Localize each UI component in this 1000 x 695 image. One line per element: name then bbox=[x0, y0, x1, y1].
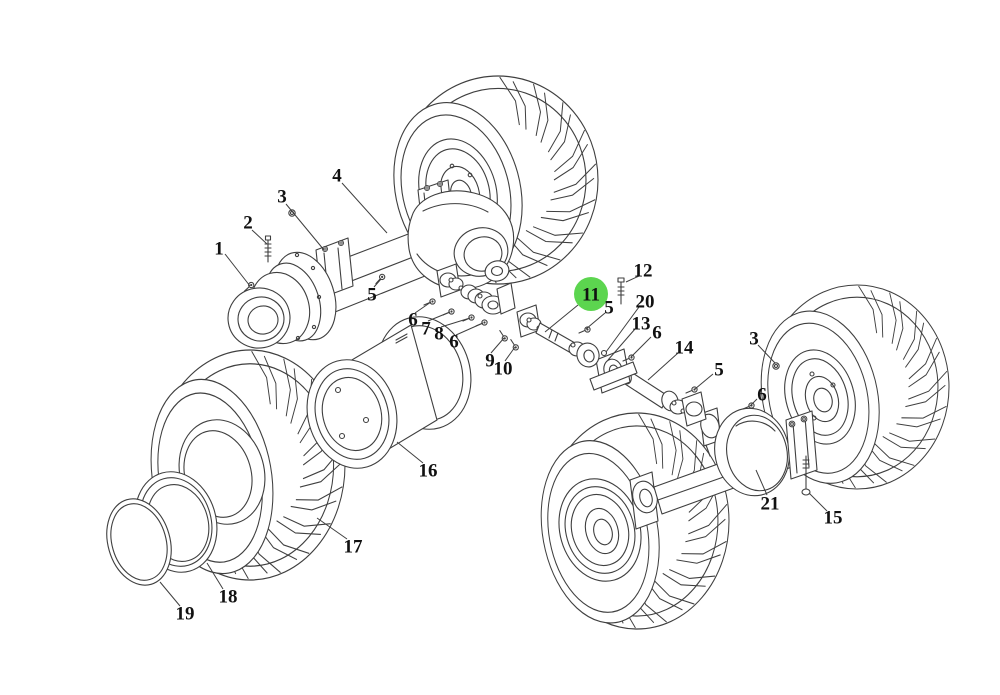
callout-19[interactable]: 19 bbox=[176, 604, 195, 625]
leader-line-5 bbox=[373, 278, 382, 288]
leader-line-10 bbox=[504, 346, 516, 362]
callout-14[interactable]: 14 bbox=[675, 338, 695, 359]
rear-axle-assembly bbox=[629, 362, 818, 530]
callout-5[interactable]: 5 bbox=[604, 298, 614, 319]
callout-3[interactable]: 3 bbox=[749, 329, 759, 350]
stud-bolt-2 bbox=[264, 235, 272, 263]
callout-13[interactable]: 13 bbox=[632, 314, 651, 335]
leader-line-8 bbox=[440, 317, 471, 328]
callout-20[interactable]: 20 bbox=[636, 292, 655, 313]
leader-line-6 bbox=[630, 336, 652, 358]
callout-10[interactable]: 10 bbox=[494, 359, 513, 380]
front-axle-assembly bbox=[227, 179, 516, 349]
leader-line-6 bbox=[414, 301, 432, 314]
callout-3[interactable]: 3 bbox=[277, 187, 287, 208]
callout-5[interactable]: 5 bbox=[714, 360, 724, 381]
leader-line-17 bbox=[316, 517, 348, 540]
leader-line-6 bbox=[749, 398, 758, 407]
carrier-bearing-block bbox=[589, 277, 638, 394]
leader-line-5 bbox=[585, 312, 606, 330]
leader-line-16 bbox=[396, 441, 424, 464]
leader-line-13 bbox=[607, 328, 636, 361]
callout-6[interactable]: 6 bbox=[652, 323, 662, 344]
rear-left-wheel-rim-rings bbox=[558, 478, 642, 582]
leader-line-20 bbox=[605, 306, 640, 353]
leader-line-19 bbox=[159, 581, 181, 607]
leader-line-12 bbox=[625, 275, 640, 283]
callout-18[interactable]: 18 bbox=[219, 587, 238, 608]
rear-left-wheel bbox=[522, 412, 730, 641]
highlight-circle-11[interactable] bbox=[574, 277, 608, 311]
callout-12[interactable]: 12 bbox=[634, 261, 653, 282]
callout-16[interactable]: 16 bbox=[419, 461, 438, 482]
leader-line-3 bbox=[285, 203, 325, 251]
wheel-rim bbox=[306, 316, 472, 469]
leader-line-7 bbox=[427, 311, 451, 322]
callout-5[interactable]: 5 bbox=[367, 285, 377, 306]
callout-21[interactable]: 21 bbox=[761, 494, 780, 515]
leader-line-11 bbox=[544, 304, 579, 333]
leader-line-18 bbox=[206, 562, 224, 590]
leader-line-1 bbox=[224, 253, 251, 287]
leader-line-21 bbox=[755, 469, 768, 496]
stud-bolt-12 bbox=[617, 277, 625, 305]
callout-17[interactable]: 17 bbox=[344, 537, 364, 558]
callout-7[interactable]: 7 bbox=[421, 319, 431, 340]
callout-8[interactable]: 8 bbox=[434, 324, 444, 345]
output-joint-parts bbox=[423, 263, 516, 327]
leader-line-4 bbox=[341, 182, 388, 234]
callout-6[interactable]: 6 bbox=[757, 385, 767, 406]
callout-9[interactable]: 9 bbox=[485, 351, 495, 372]
lock-ring bbox=[106, 498, 172, 586]
callout-1[interactable]: 1 bbox=[214, 239, 224, 260]
nut-3-rear bbox=[772, 362, 780, 370]
leader-line-15 bbox=[808, 492, 828, 512]
leader-line-2 bbox=[251, 229, 268, 245]
leader-line-5 bbox=[694, 373, 714, 390]
leader-line-6 bbox=[455, 322, 484, 336]
front-hub-drum bbox=[227, 251, 337, 349]
leader-line-3 bbox=[757, 344, 776, 364]
propeller-shaft bbox=[499, 304, 600, 368]
intermediate-shaft bbox=[620, 367, 707, 427]
callout-11[interactable]: 11 bbox=[582, 285, 600, 306]
callout-6[interactable]: 6 bbox=[449, 332, 459, 353]
leader-line-9 bbox=[490, 337, 505, 354]
long-bolt-15 bbox=[801, 455, 811, 496]
callout-6[interactable]: 6 bbox=[408, 310, 418, 331]
callout-2[interactable]: 2 bbox=[243, 213, 253, 234]
callout-15[interactable]: 15 bbox=[824, 508, 843, 529]
callout-4[interactable]: 4 bbox=[332, 166, 342, 187]
leader-line-14 bbox=[647, 352, 679, 381]
